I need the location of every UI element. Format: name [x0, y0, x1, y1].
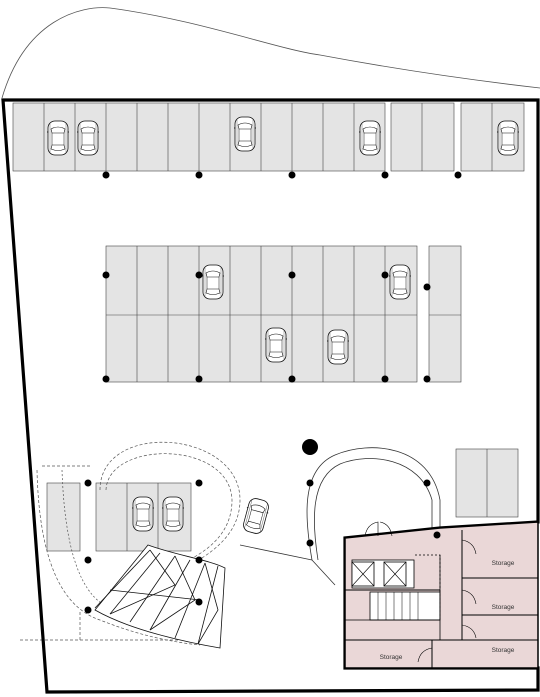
column-icon	[102, 171, 110, 179]
storage-label-2: Storage	[492, 604, 515, 611]
car-icon	[233, 116, 257, 152]
car-icon	[264, 327, 288, 363]
car-icon	[358, 120, 382, 156]
storage-label-4: Storage	[380, 654, 403, 661]
car-icon	[326, 329, 350, 365]
storage-label-1: Storage	[492, 560, 515, 567]
car-icon	[388, 264, 412, 300]
car-icon	[46, 120, 70, 156]
parking-row-top	[12, 102, 525, 172]
car-icon	[161, 496, 185, 532]
parking-bays-right	[455, 448, 519, 518]
parking-block-center	[105, 245, 462, 383]
car-icon	[76, 120, 100, 156]
site-boundary	[1, 7, 540, 99]
columns	[84, 171, 462, 614]
car-icon	[201, 264, 225, 300]
car-icon	[496, 120, 520, 156]
ramp-right	[239, 447, 441, 586]
spiral-ramp	[94, 544, 226, 649]
storage-label-3: Storage	[492, 647, 515, 654]
door-icon	[364, 521, 393, 537]
car-icon	[240, 496, 272, 536]
service-core	[344, 521, 539, 669]
car-icon	[131, 496, 155, 532]
